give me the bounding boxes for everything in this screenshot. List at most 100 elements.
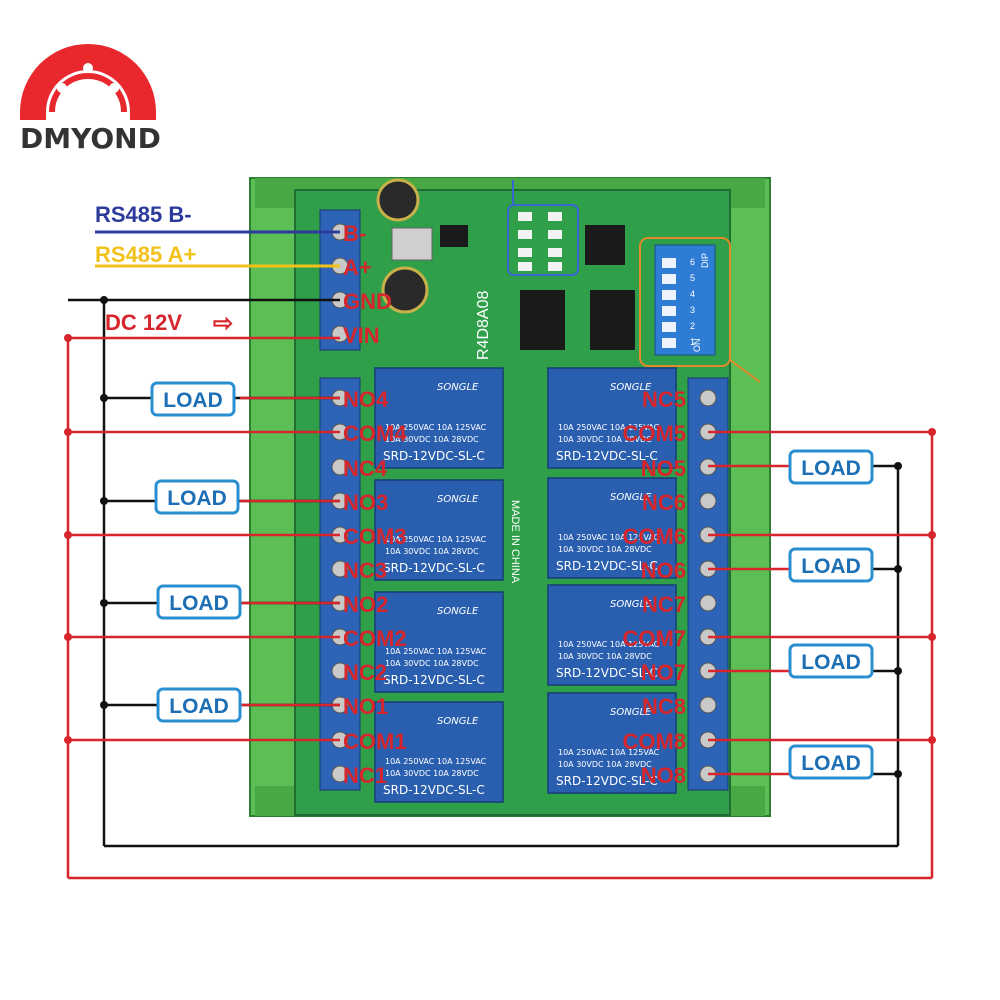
terminal-label-com5: COM5 bbox=[622, 421, 686, 446]
relay-rating-label: 10A 250VAC 10A 125VAC bbox=[558, 640, 660, 649]
junction-dot bbox=[894, 462, 902, 470]
load-box bbox=[788, 643, 874, 679]
dip-lever bbox=[662, 306, 676, 316]
junction-dot bbox=[100, 599, 108, 607]
relay-rating-label: 10A 30VDC 10A 28VDC bbox=[558, 652, 652, 661]
chip bbox=[440, 225, 468, 247]
dip-highlight bbox=[639, 237, 731, 367]
relay-brand-label: SONGLE bbox=[610, 492, 652, 503]
dip-label: DIP bbox=[700, 253, 710, 268]
relay-rating-label: 10A 250VAC 10A 125VAC bbox=[385, 647, 487, 656]
relay-brand-label: SONGLE bbox=[610, 707, 652, 718]
capacitor bbox=[376, 178, 420, 222]
brand-logo: DMYOND bbox=[20, 44, 161, 155]
rs485-a-label: RS485 A+ bbox=[95, 242, 196, 267]
logo-arc-inner bbox=[49, 73, 127, 113]
relay-rating-label: 10A 30VDC 10A 28VDC bbox=[385, 435, 479, 444]
terminal-label-no4: NO4 bbox=[343, 387, 389, 412]
pin-b-label: B- bbox=[343, 221, 366, 246]
relay bbox=[547, 477, 677, 579]
terminal-screw bbox=[331, 458, 349, 476]
logo-arc-outer bbox=[20, 44, 156, 120]
load-box bbox=[156, 687, 242, 723]
load-box bbox=[788, 744, 874, 780]
load-box bbox=[788, 449, 874, 485]
load-label: LOAD bbox=[167, 487, 227, 510]
relay-model-label: SRD-12VDC-SL-C bbox=[556, 666, 658, 680]
junction-dot bbox=[64, 633, 72, 641]
relay-brand-label: SONGLE bbox=[610, 599, 652, 610]
junction-dot bbox=[928, 736, 936, 744]
pin-a-label: A+ bbox=[343, 255, 372, 280]
dip-pointer bbox=[729, 359, 761, 383]
terminal-label-nc6: NC6 bbox=[642, 490, 686, 515]
relay-rating-label: 10A 250VAC 10A 125VAC bbox=[385, 423, 487, 432]
terminal-label-com4: COM4 bbox=[343, 421, 407, 446]
terminal-screw bbox=[699, 594, 717, 612]
load-box bbox=[154, 479, 240, 515]
led bbox=[548, 230, 562, 239]
dip-number: 6 bbox=[690, 257, 695, 267]
terminal-label-nc3: NC3 bbox=[343, 558, 387, 583]
dip-lever bbox=[662, 322, 676, 332]
junction-dot bbox=[894, 770, 902, 778]
relay-rating-label: 10A 250VAC 10A 125VAC bbox=[558, 748, 660, 757]
terminal-label-com8: COM8 bbox=[622, 729, 686, 754]
led bbox=[518, 248, 532, 257]
voltage-regulator bbox=[391, 227, 433, 261]
load-label: LOAD bbox=[169, 695, 229, 718]
dip-lever bbox=[662, 258, 676, 268]
load-label: LOAD bbox=[801, 752, 861, 775]
led bbox=[548, 212, 562, 221]
dip-number: 2 bbox=[690, 321, 695, 331]
relay-rating-label: 10A 250VAC 10A 125VAC bbox=[558, 423, 660, 432]
terminal-label-no7: NO7 bbox=[641, 660, 686, 685]
junction-dot bbox=[100, 394, 108, 402]
junction-dot bbox=[64, 334, 72, 342]
terminal-label-no8: NO8 bbox=[641, 763, 686, 788]
junction-dot bbox=[928, 531, 936, 539]
led bbox=[518, 212, 532, 221]
terminal-label-nc8: NC8 bbox=[642, 694, 686, 719]
terminal-label-com6: COM6 bbox=[622, 524, 686, 549]
relay-rating-label: 10A 30VDC 10A 28VDC bbox=[385, 547, 479, 556]
brand-name: DMYOND bbox=[20, 122, 161, 155]
relay-brand-label: SONGLE bbox=[437, 382, 479, 393]
junction-dot bbox=[100, 296, 108, 304]
terminal-label-nc5: NC5 bbox=[642, 387, 686, 412]
relay-rating-label: 10A 30VDC 10A 28VDC bbox=[558, 545, 652, 554]
terminal-label-no2: NO2 bbox=[343, 592, 388, 617]
left-terminal-strip bbox=[319, 377, 361, 791]
logo-dot-2 bbox=[83, 63, 93, 73]
chip bbox=[590, 290, 635, 350]
relay-model-label: SRD-12VDC-SL-C bbox=[383, 673, 485, 687]
load-label: LOAD bbox=[169, 592, 229, 615]
chip bbox=[585, 225, 625, 265]
terminal-label-no1: NO1 bbox=[343, 694, 388, 719]
junction-dot bbox=[894, 667, 902, 675]
relay-rating-label: 10A 30VDC 10A 28VDC bbox=[558, 760, 652, 769]
terminal-screw bbox=[699, 389, 717, 407]
load-box bbox=[156, 584, 242, 620]
dip-on-label: ON bbox=[692, 339, 702, 353]
led-block bbox=[507, 204, 579, 276]
terminal-screw bbox=[699, 696, 717, 714]
relay-model-label: SRD-12VDC-SL-C bbox=[383, 449, 485, 463]
junction-dot bbox=[64, 531, 72, 539]
terminal-label-com3: COM3 bbox=[343, 524, 407, 549]
relay bbox=[374, 479, 504, 581]
terminal-label-no5: NO5 bbox=[641, 456, 686, 481]
right-terminal-strip bbox=[687, 377, 729, 791]
relay bbox=[547, 584, 677, 686]
led bbox=[518, 262, 532, 271]
load-label: LOAD bbox=[163, 389, 223, 412]
relay bbox=[374, 701, 504, 803]
relay-rating-label: 10A 250VAC 10A 125VAC bbox=[385, 535, 487, 544]
terminal-label-nc1: NC1 bbox=[343, 763, 387, 788]
relay-model-label: SRD-12VDC-SL-C bbox=[556, 774, 658, 788]
relay-model-label: SRD-12VDC-SL-C bbox=[383, 783, 485, 797]
relay-brand-label: SONGLE bbox=[610, 382, 652, 393]
relay-model-label: SRD-12VDC-SL-C bbox=[556, 449, 658, 463]
dc-arrow-icon: ⇨ bbox=[213, 310, 233, 337]
